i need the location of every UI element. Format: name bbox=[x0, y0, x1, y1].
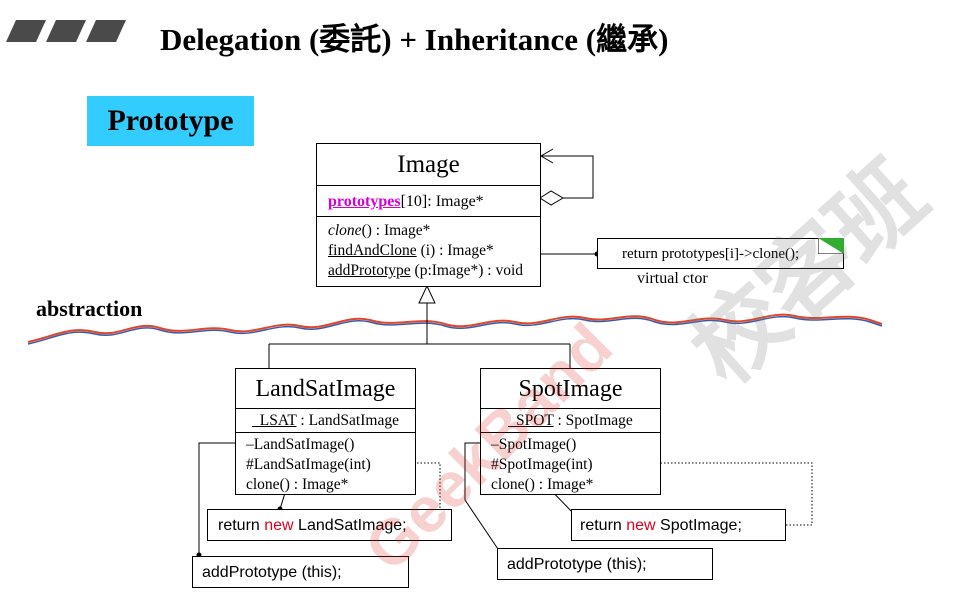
landsat-clone-link bbox=[279, 492, 286, 510]
self-association-line bbox=[541, 155, 594, 199]
spot-op-dtor: –SpotImage() bbox=[491, 436, 577, 453]
landsat-op-dtor: –LandSatImage() bbox=[246, 436, 355, 453]
landsat-ctor-link bbox=[198, 442, 240, 555]
spot-op-clone: clone() : Image* bbox=[491, 476, 594, 493]
spot-add-prototype-note: addPrototype (this); bbox=[497, 548, 713, 580]
image-op-clone: clone() : Image* bbox=[328, 222, 431, 239]
spot-class-operations: –SpotImage() #SpotImage(int) clone() : I… bbox=[481, 433, 660, 495]
spot-class-attributes: _SPOT : SpotImage bbox=[481, 409, 660, 433]
image-class-attributes: prototypes[10]: Image* bbox=[317, 186, 540, 217]
slide-title: Delegation (委託) + Inheritance (繼承) bbox=[160, 22, 669, 57]
self-association-arrowhead bbox=[540, 148, 554, 164]
landsat-class-operations: –LandSatImage() #LandSatImage(int) clone… bbox=[236, 433, 415, 495]
note-corner-fold bbox=[818, 238, 844, 254]
spot-class-name: SpotImage bbox=[481, 369, 660, 409]
image-class-operations: clone() : Image* findAndClone (i) : Imag… bbox=[317, 217, 540, 281]
prototypes-attribute: prototypes bbox=[328, 193, 401, 210]
prototype-label: Prototype bbox=[87, 96, 254, 146]
inheritance-triangle bbox=[418, 284, 436, 304]
abstraction-wave-blue bbox=[27, 316, 883, 345]
aggregation-diamond bbox=[539, 190, 564, 206]
virtual-ctor-note-text: return prototypes[i]->clone(); bbox=[622, 246, 800, 262]
image-op-add-prototype: addPrototype (p:Image*) : void bbox=[328, 262, 524, 279]
virtual-ctor-caption: virtual ctor bbox=[637, 270, 708, 287]
image-class-box: Image prototypes[10]: Image* clone() : I… bbox=[316, 143, 541, 287]
landsat-op-clone: clone() : Image* bbox=[246, 476, 349, 493]
spot-ctor-link bbox=[464, 442, 503, 556]
virtual-ctor-note: return prototypes[i]->clone(); bbox=[597, 238, 844, 269]
landsat-class-attributes: _LSAT : LandSatImage bbox=[236, 409, 415, 433]
spot-return-new-note: return new SpotImage; bbox=[571, 509, 786, 541]
landsat-op-ctor-int: #LandSatImage(int) bbox=[246, 456, 371, 473]
landsat-class-box: LandSatImage _LSAT : LandSatImage –LandS… bbox=[235, 368, 416, 495]
landsat-add-prototype-note: addPrototype (this); bbox=[192, 556, 409, 588]
spot-dotted-link bbox=[617, 462, 813, 526]
image-op-find-and-clone: findAndClone (i) : Image* bbox=[328, 242, 494, 259]
header-bars-decoration bbox=[6, 20, 126, 42]
image-class-name: Image bbox=[317, 144, 540, 186]
landsat-class-name: LandSatImage bbox=[236, 369, 415, 409]
spot-class-box: SpotImage _SPOT : SpotImage –SpotImage()… bbox=[480, 368, 661, 495]
abstraction-label: abstraction bbox=[36, 296, 143, 321]
abstraction-wave-red bbox=[27, 313, 883, 343]
landsat-dotted-link bbox=[394, 462, 445, 511]
landsat-return-new-note: return new LandSatImage; bbox=[207, 509, 452, 541]
spot-op-ctor-int: #SpotImage(int) bbox=[491, 456, 593, 473]
